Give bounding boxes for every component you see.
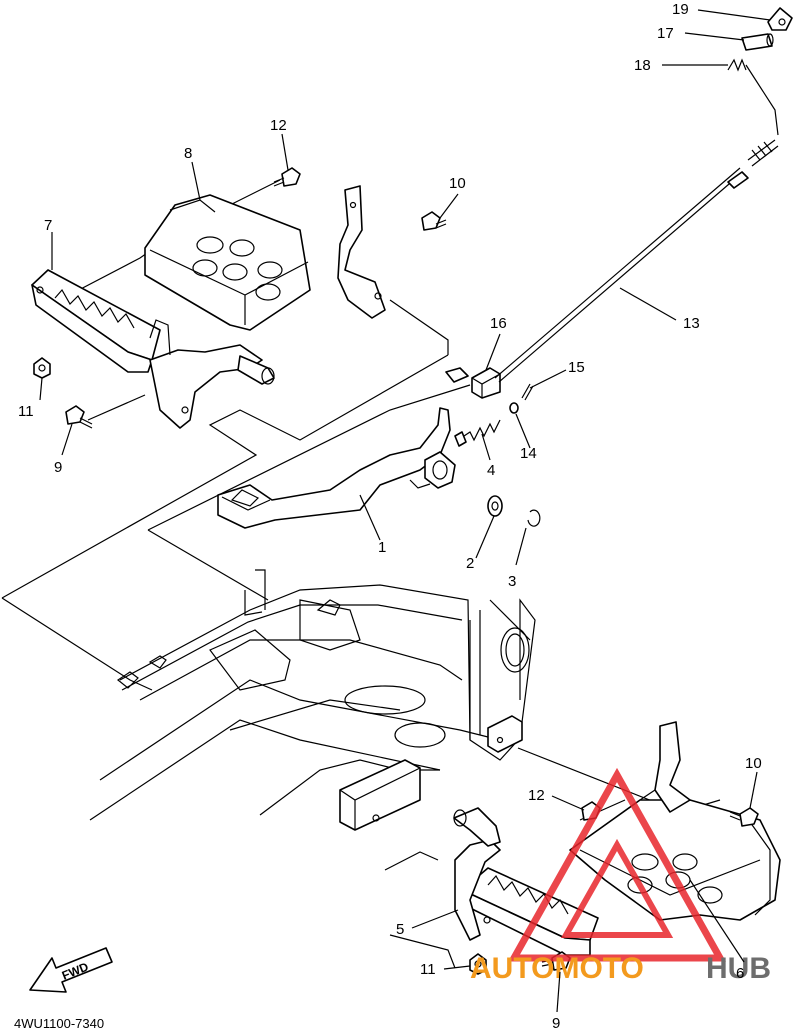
callout-11-right: 11 xyxy=(420,961,436,978)
guard-plate-right xyxy=(569,721,781,921)
callout-15: 15 xyxy=(568,359,585,376)
callout-9-right: 9 xyxy=(552,1015,560,1031)
callout-1: 1 xyxy=(378,539,386,556)
bolt-10-right xyxy=(729,807,759,827)
callout-16: 16 xyxy=(490,315,507,332)
washer-hole xyxy=(491,501,499,511)
return-spring xyxy=(454,419,501,447)
leader-lines xyxy=(39,9,779,1013)
diagram-code: 4WU1100-7340 xyxy=(14,1016,104,1031)
footrest-bracket-left xyxy=(31,269,275,429)
callout-14: 14 xyxy=(520,445,537,462)
callout-12-right: 12 xyxy=(528,787,545,804)
callout-13: 13 xyxy=(683,315,700,332)
callout-5: 5 xyxy=(396,921,404,938)
frame-assembly xyxy=(89,569,536,831)
nut-11-right xyxy=(469,953,487,975)
callout-12-upper: 12 xyxy=(270,117,287,134)
guard-plate-left xyxy=(144,185,386,331)
bolt-10-upper xyxy=(421,211,447,231)
bolt-9-left xyxy=(65,405,93,429)
watermark-logo xyxy=(508,767,726,962)
callout-10-right: 10 xyxy=(745,755,762,772)
circlip xyxy=(527,509,541,527)
callout-8: 8 xyxy=(184,145,192,162)
fwd-label: FWD xyxy=(60,959,91,982)
callout-10-upper: 10 xyxy=(449,175,466,192)
callout-17: 17 xyxy=(657,25,674,42)
watermark-text-gray: HUB xyxy=(706,952,771,985)
bolt-12-upper xyxy=(273,167,301,187)
callout-11-left: 11 xyxy=(18,403,34,420)
callout-3: 3 xyxy=(508,573,516,590)
callout-numbers: 19 17 18 12 8 10 7 13 16 15 11 14 9 4 1 … xyxy=(18,1,762,1031)
watermark-text-orange: AUTOMOTO xyxy=(470,952,644,985)
callout-19: 19 xyxy=(672,1,689,18)
footrest-bracket-right xyxy=(453,807,599,956)
callout-9-left: 9 xyxy=(54,459,62,476)
callout-18: 18 xyxy=(634,57,651,74)
fwd-arrow: FWD xyxy=(29,947,113,993)
pin xyxy=(509,402,519,414)
cotter-pin xyxy=(521,383,534,401)
brake-rod xyxy=(494,139,779,383)
clevis xyxy=(445,367,501,399)
washer xyxy=(487,495,503,517)
callout-2: 2 xyxy=(466,555,474,572)
nut-11-left xyxy=(33,357,51,379)
callout-4: 4 xyxy=(487,462,495,479)
adjuster-parts xyxy=(727,7,793,72)
callout-6: 6 xyxy=(736,965,744,982)
brake-pedal xyxy=(217,407,456,529)
callout-7: 7 xyxy=(44,217,52,234)
